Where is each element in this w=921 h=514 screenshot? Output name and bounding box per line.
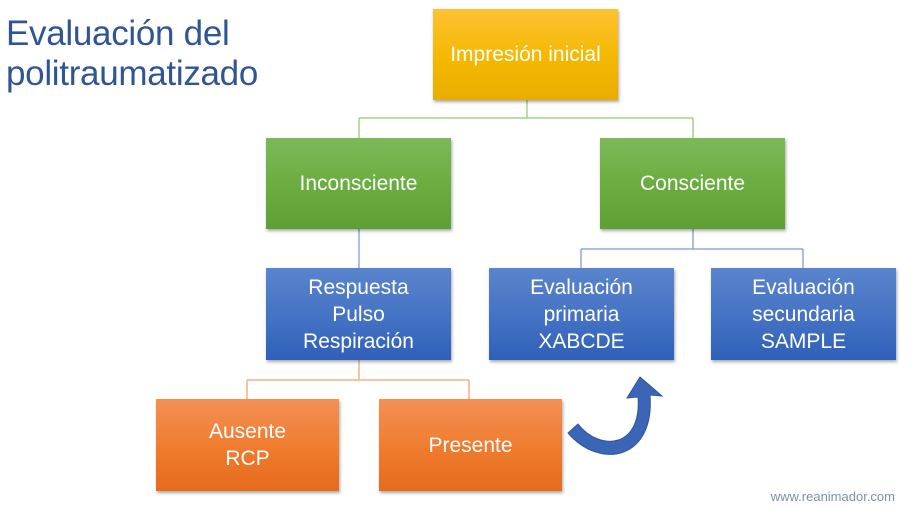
- connector-impresion-children: [358, 100, 694, 138]
- footer-website: www.reanimador.com: [770, 489, 895, 504]
- connector-consciente-children: [580, 229, 804, 268]
- connector-respuesta-children: [246, 360, 470, 399]
- curved-arrow-icon: [567, 376, 664, 455]
- node-consciente: Consciente: [600, 138, 785, 229]
- node-ausente-rcp: Ausente RCP: [156, 399, 339, 491]
- node-evaluacion-primaria: Evaluación primaria XABCDE: [489, 268, 674, 360]
- node-presente: Presente: [379, 399, 562, 491]
- node-inconsciente: Inconsciente: [266, 138, 451, 229]
- node-respuesta-pulso-respiracion: Respuesta Pulso Respiración: [266, 268, 451, 360]
- slide-title: Evaluación del politraumatizado: [6, 14, 259, 93]
- node-evaluacion-secundaria: Evaluación secundaria SAMPLE: [711, 268, 896, 360]
- node-impresion-inicial: Impresión inicial: [433, 9, 618, 100]
